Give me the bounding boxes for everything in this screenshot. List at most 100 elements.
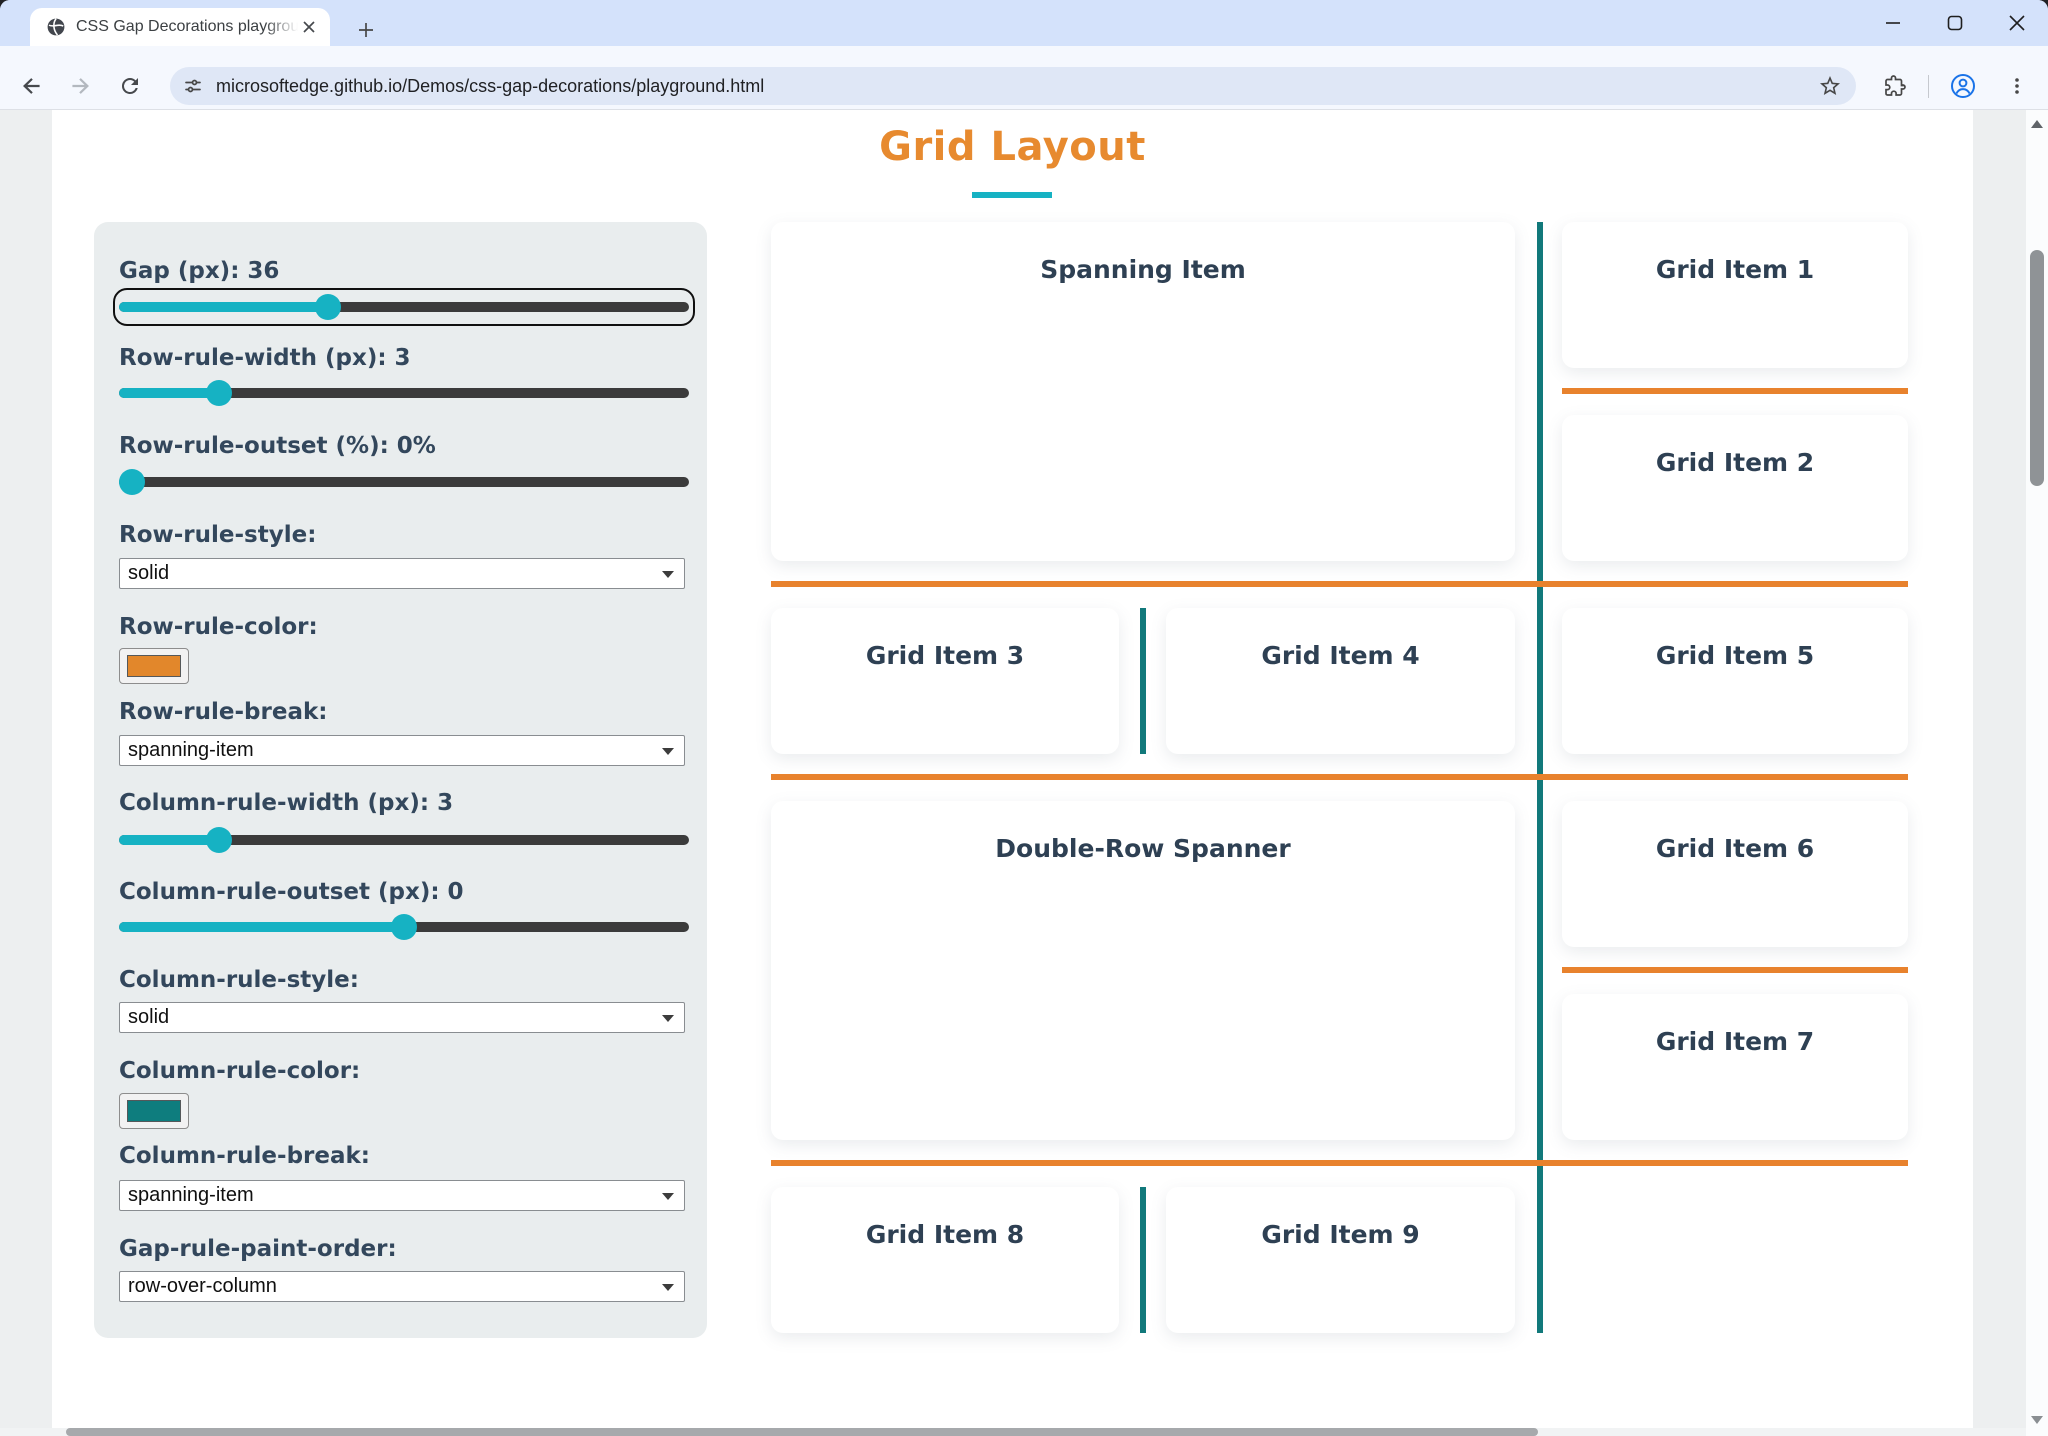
page-main: Grid Layout Gap (px): 36 Row-rule-width … [52, 110, 1973, 1436]
grid-demo-area: Spanning Item Grid Item 1 Grid Item 2 Gr… [771, 222, 1908, 1333]
slider-fill [119, 922, 405, 932]
row-rule-full-3 [771, 1160, 1908, 1166]
minimize-button[interactable] [1862, 0, 1924, 46]
slider-track [119, 477, 689, 487]
row-rule-width-label: Row-rule-width (px): 3 [119, 345, 411, 371]
forward-button[interactable] [60, 66, 100, 106]
slider-fill [119, 388, 221, 398]
slider-fill [119, 835, 221, 845]
grid-card-item-8: Grid Item 8 [771, 1187, 1119, 1333]
column-rule-color-chip [127, 1100, 181, 1122]
favicon-globe-icon [46, 17, 66, 37]
grid-card-double-row-spanner: Double-Row Spanner [771, 801, 1515, 1140]
column-rule-style-label: Column-rule-style: [119, 967, 359, 993]
grid-card-item-1: Grid Item 1 [1562, 222, 1908, 368]
site-info-icon[interactable] [182, 75, 204, 97]
grid-card-item-3: Grid Item 3 [771, 608, 1119, 754]
gap-slider[interactable] [119, 294, 689, 320]
slider-track [119, 388, 689, 398]
slider-thumb[interactable] [206, 380, 233, 406]
select-value: row-over-column [128, 1275, 277, 1297]
vertical-scrollbar-thumb[interactable] [2030, 250, 2044, 486]
column-rule-style-select[interactable]: solid [119, 1002, 685, 1033]
column-rule-row3 [1140, 608, 1146, 754]
controls-sidebar: Gap (px): 36 Row-rule-width (px): 3 Row-… [94, 222, 707, 1338]
column-rule-row6 [1140, 1187, 1146, 1333]
grid-card-item-4: Grid Item 4 [1166, 608, 1515, 754]
column-rule-width-label: Column-rule-width (px): 3 [119, 790, 454, 816]
gap-rule-paint-order-label: Gap-rule-paint-order: [119, 1236, 397, 1262]
row-rule-color-chip [127, 655, 181, 677]
menu-dots-icon[interactable] [1998, 67, 2036, 105]
slider-thumb[interactable] [391, 914, 417, 940]
scroll-up-arrow-icon[interactable] [2031, 120, 2043, 128]
profile-avatar-icon[interactable] [1944, 67, 1982, 105]
column-rule-width-slider[interactable] [119, 827, 689, 853]
horizontal-scrollbar-thumb[interactable] [66, 1428, 1538, 1436]
new-tab-button[interactable] [352, 16, 380, 44]
row-rule-color-picker[interactable] [119, 648, 189, 684]
grid-card-item-5: Grid Item 5 [1562, 608, 1908, 754]
column-rule-break-select[interactable]: spanning-item [119, 1180, 685, 1211]
web-page: Grid Layout Gap (px): 36 Row-rule-width … [0, 110, 2048, 1436]
row-rule-outset-slider[interactable] [119, 469, 689, 495]
row-rule-color-label: Row-rule-color: [119, 614, 318, 640]
back-button[interactable] [12, 66, 52, 106]
slider-track [119, 835, 689, 845]
slider-track [119, 302, 689, 312]
gap-rule-paint-order-select[interactable]: row-over-column [119, 1271, 685, 1302]
extensions-icon[interactable] [1876, 67, 1914, 105]
row-rule-outset-label: Row-rule-outset (%): 0% [119, 433, 436, 459]
browser-tab[interactable]: CSS Gap Decorations playgroun [30, 8, 330, 46]
column-rule-outset-slider[interactable] [119, 914, 689, 940]
chevron-down-icon [662, 571, 674, 578]
column-rule-break-label: Column-rule-break: [119, 1143, 370, 1169]
maximize-button[interactable] [1924, 0, 1986, 46]
grid-card-item-6: Grid Item 6 [1562, 801, 1908, 947]
bookmark-star-icon[interactable] [1818, 74, 1842, 98]
vertical-scrollbar[interactable] [2026, 110, 2048, 1436]
column-rule-outset-label: Column-rule-outset (px): 0 [119, 879, 464, 905]
chevron-down-icon [662, 1284, 674, 1291]
select-value: solid [128, 562, 170, 584]
grid-card-item-7: Grid Item 7 [1562, 994, 1908, 1140]
slider-thumb[interactable] [206, 827, 233, 853]
slider-thumb[interactable] [119, 469, 145, 495]
gap-slider-focus-ring [113, 288, 695, 326]
toolbar-separator [1928, 75, 1929, 98]
column-rule-color-picker[interactable] [119, 1093, 189, 1129]
row-rule-break-label: Row-rule-break: [119, 699, 328, 725]
column-rule-color-label: Column-rule-color: [119, 1058, 361, 1084]
grid-card-item-9: Grid Item 9 [1166, 1187, 1515, 1333]
row-rule-full-1 [771, 581, 1908, 587]
row-rule-width-slider[interactable] [119, 380, 689, 406]
row-rule-col3-bottom [1562, 967, 1908, 973]
slider-fill [119, 302, 329, 312]
chevron-down-icon [662, 748, 674, 755]
slider-thumb[interactable] [314, 294, 341, 320]
grid-card-item-2: Grid Item 2 [1562, 415, 1908, 561]
select-value: spanning-item [128, 1184, 254, 1206]
row-rule-style-select[interactable]: solid [119, 558, 685, 589]
tab-strip: CSS Gap Decorations playgroun [0, 0, 2048, 46]
chevron-down-icon [662, 1193, 674, 1200]
scroll-down-arrow-icon[interactable] [2031, 1416, 2043, 1424]
row-rule-break-select[interactable]: spanning-item [119, 735, 685, 766]
row-rule-col3-top [1562, 388, 1908, 394]
reload-button[interactable] [110, 66, 150, 106]
url-text: microsoftedge.github.io/Demos/css-gap-de… [216, 75, 765, 96]
row-rule-style-label: Row-rule-style: [119, 522, 317, 548]
page-title: Grid Layout [879, 124, 1146, 170]
close-window-button[interactable] [1986, 0, 2048, 46]
tab-close-icon[interactable] [298, 16, 320, 38]
select-value: solid [128, 1006, 170, 1028]
tab-title: CSS Gap Decorations playgroun [76, 18, 298, 35]
row-rule-full-2 [771, 774, 1908, 780]
title-underline [972, 192, 1052, 198]
select-value: spanning-item [128, 739, 254, 761]
address-bar[interactable]: microsoftedge.github.io/Demos/css-gap-de… [170, 67, 1856, 105]
horizontal-scrollbar[interactable] [0, 1428, 2026, 1436]
chevron-down-icon [662, 1015, 674, 1022]
window-controls [1862, 0, 2048, 46]
